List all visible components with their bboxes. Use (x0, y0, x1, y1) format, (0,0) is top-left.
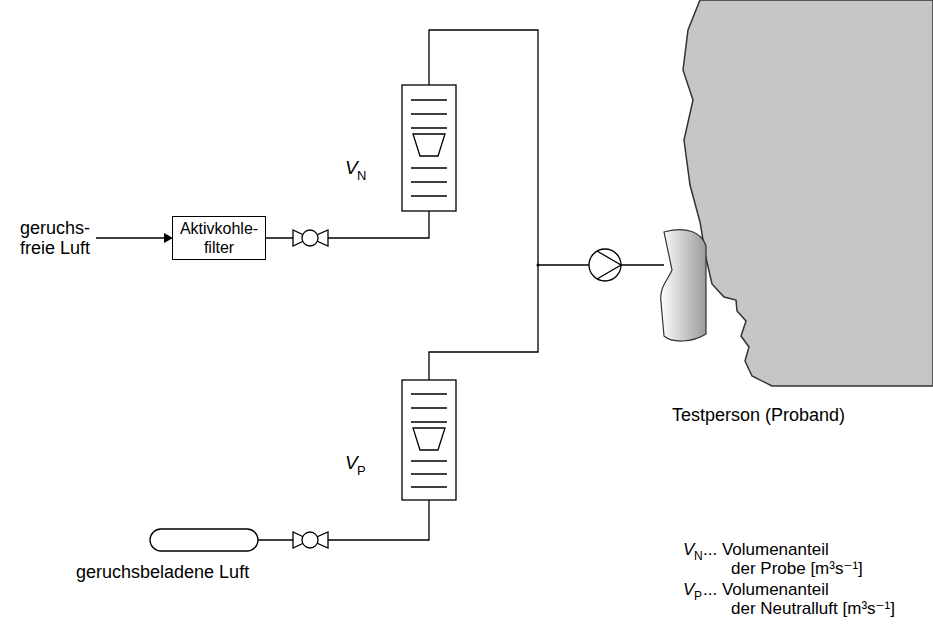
legend-note: ... Volumenanteil der Probe [m³s⁻¹] (703, 540, 906, 578)
wrap-spacer (856, 540, 906, 550)
filter-box: Aktivkohle- filter (172, 216, 266, 260)
pump-symbol (589, 249, 621, 281)
pipes (96, 30, 664, 540)
inlet-label: geruchs- freie Luft (20, 218, 104, 258)
symbol-subscript: P (694, 589, 702, 603)
head-silhouette (683, 0, 933, 386)
person-label: Testperson (Proband) (672, 405, 845, 425)
gas-tank (150, 529, 258, 551)
legend-note: ... Volumenanteil der Neutralluft [m³s⁻¹… (703, 580, 906, 618)
symbol-label: V (345, 453, 358, 473)
symbol-subscript: P (357, 464, 366, 478)
box-text: Aktivkohle- filter (176, 219, 262, 257)
symbol-subscript: N (357, 169, 366, 183)
symbol-label: V (345, 158, 358, 178)
flowmeter-symbol (402, 85, 456, 211)
junction-dot (537, 264, 540, 267)
flowmeter-symbol (402, 380, 456, 500)
symbol-label: V (683, 540, 694, 560)
symbol-subscript: N (694, 549, 703, 563)
valve-symbol (293, 532, 328, 548)
tank-label: geruchsbeladene Luft (76, 562, 249, 582)
symbol-label: V (683, 580, 694, 600)
nose-mask (661, 230, 706, 341)
wrap-spacer (856, 580, 906, 590)
valve-symbol (293, 230, 328, 246)
